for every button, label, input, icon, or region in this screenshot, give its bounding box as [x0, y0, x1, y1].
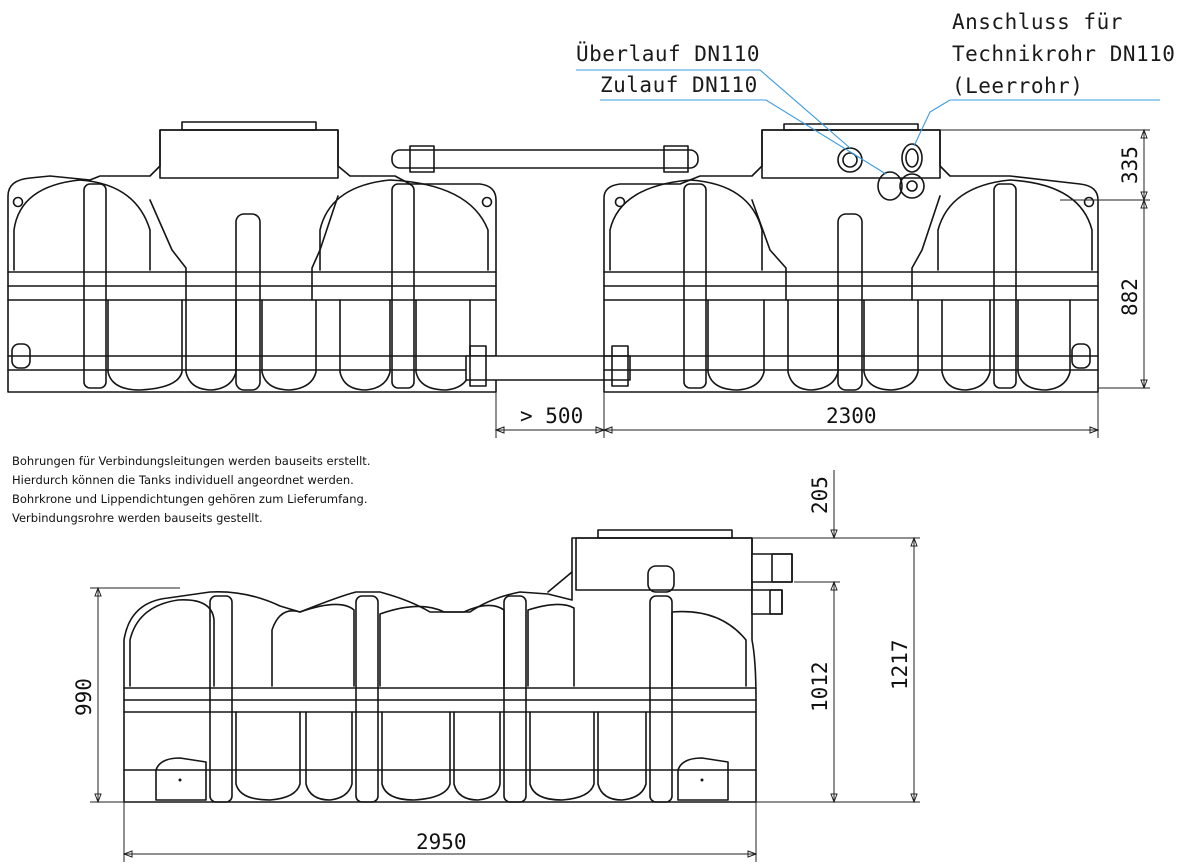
dim-tank-height: 882	[1118, 278, 1142, 316]
side-view-tank	[123, 529, 793, 803]
anschluss-label-line2: Technikrohr DN110	[952, 42, 1176, 66]
notes-block: Bohrungen für Verbindungsleitungen werde…	[12, 452, 370, 528]
dim-gap: > 500	[520, 404, 584, 428]
anschluss-label-line3: (Leerrohr)	[952, 74, 1084, 98]
dim-tank-length: 2300	[826, 404, 877, 428]
callout-leaders	[576, 69, 1160, 175]
top-view-right-tank	[603, 123, 1099, 393]
note-line: Bohrkrone und Lippendichtungen gehören z…	[12, 492, 368, 506]
dim-riser-offset: 205	[808, 476, 832, 514]
note-line: Hierdurch können die Tanks individuell a…	[12, 473, 354, 487]
dim-total-height: 1217	[888, 639, 912, 690]
ueberlauf-label: Überlauf DN110	[576, 42, 761, 66]
anschluss-label-line1: Anschluss für	[952, 10, 1123, 34]
dim-riser-height: 335	[1118, 146, 1142, 184]
top-view-left-tank	[7, 121, 497, 393]
bottom-connection-pipe	[465, 345, 631, 387]
note-line: Verbindungsrohre werden bauseits gestell…	[12, 511, 263, 525]
dim-tank-height-left: 990	[72, 678, 96, 716]
side-view-dimensions	[90, 470, 920, 862]
dim-total-length: 2950	[416, 830, 467, 854]
top-view-dimensions	[494, 128, 1150, 438]
top-connection-pipe	[391, 145, 699, 173]
note-line: Bohrungen für Verbindungsleitungen werde…	[12, 454, 371, 468]
dim-height-to-pipe: 1012	[808, 661, 832, 712]
zulauf-label: Zulauf DN110	[600, 73, 758, 97]
